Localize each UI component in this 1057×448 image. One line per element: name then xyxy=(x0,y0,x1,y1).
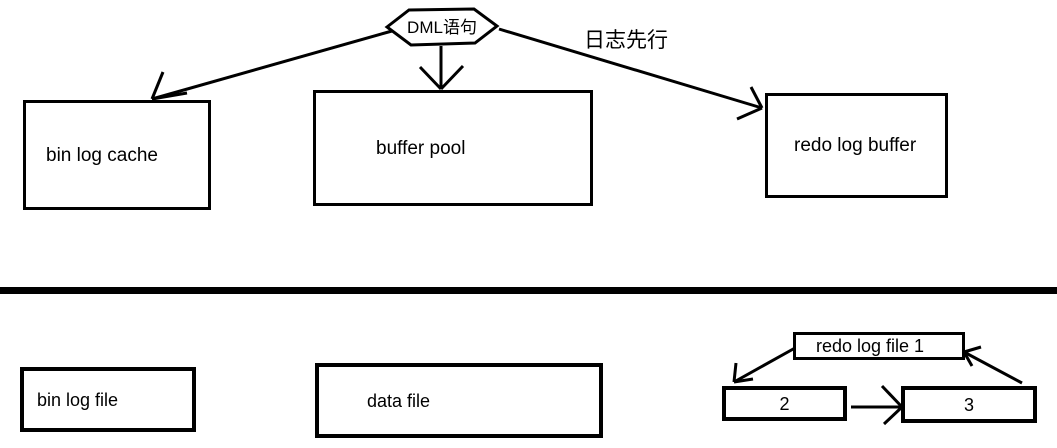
arrow-dml-to-redo-log-buffer xyxy=(498,27,764,121)
arrow-redo-file2-to-file3 xyxy=(851,384,904,426)
arrow-redo-file1-to-file2 xyxy=(732,346,796,384)
dml-hexagon-shape xyxy=(384,7,500,47)
arrow-dml-to-buffer-pool xyxy=(418,46,465,91)
arrow-redo-file3-to-file1 xyxy=(962,345,1023,385)
section-divider xyxy=(0,287,1057,294)
dml-statement-node-label: DML语句 xyxy=(407,18,477,37)
redo-log-file-2-box: 2 xyxy=(722,386,847,421)
redo-log-buffer-box: redo log buffer xyxy=(765,93,948,198)
buffer-pool-box: buffer pool xyxy=(313,90,593,206)
redo-log-file-3-box: 3 xyxy=(901,386,1037,423)
wal-annotation-label: 日志先行 xyxy=(584,29,668,52)
redo-log-file-1-box: redo log file 1 xyxy=(793,332,965,360)
bin-log-file-box: bin log file xyxy=(20,367,196,432)
data-file-box: data file xyxy=(315,363,603,438)
arrow-dml-to-bin-log-cache xyxy=(150,29,393,101)
bin-log-cache-box: bin log cache xyxy=(23,100,211,210)
